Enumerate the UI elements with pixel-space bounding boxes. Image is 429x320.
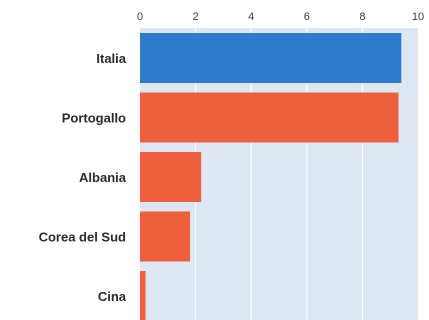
x-tick-label-0: 0 bbox=[137, 11, 143, 23]
bar-portogallo bbox=[140, 92, 399, 143]
bar-cina bbox=[140, 271, 146, 320]
x-tick-label-6: 6 bbox=[304, 11, 310, 23]
category-label-albania: Albania bbox=[79, 170, 127, 185]
category-label-cina: Cina bbox=[98, 289, 127, 304]
bars bbox=[140, 33, 402, 320]
bar-italia bbox=[140, 33, 402, 83]
category-label-italia: Italia bbox=[96, 51, 126, 66]
x-tick-label-2: 2 bbox=[193, 11, 199, 23]
category-label-portogallo: Portogallo bbox=[62, 111, 126, 126]
bar-corea-del-sud bbox=[140, 211, 191, 262]
bar-albania bbox=[140, 152, 202, 202]
x-tick-label-10: 10 bbox=[412, 11, 424, 23]
category-label-corea-del-sud: Corea del Sud bbox=[39, 230, 126, 245]
x-tick-label-8: 8 bbox=[359, 11, 365, 23]
x-tick-label-4: 4 bbox=[248, 11, 254, 23]
x-axis-ticks: 0 2 4 6 8 10 bbox=[137, 11, 424, 23]
